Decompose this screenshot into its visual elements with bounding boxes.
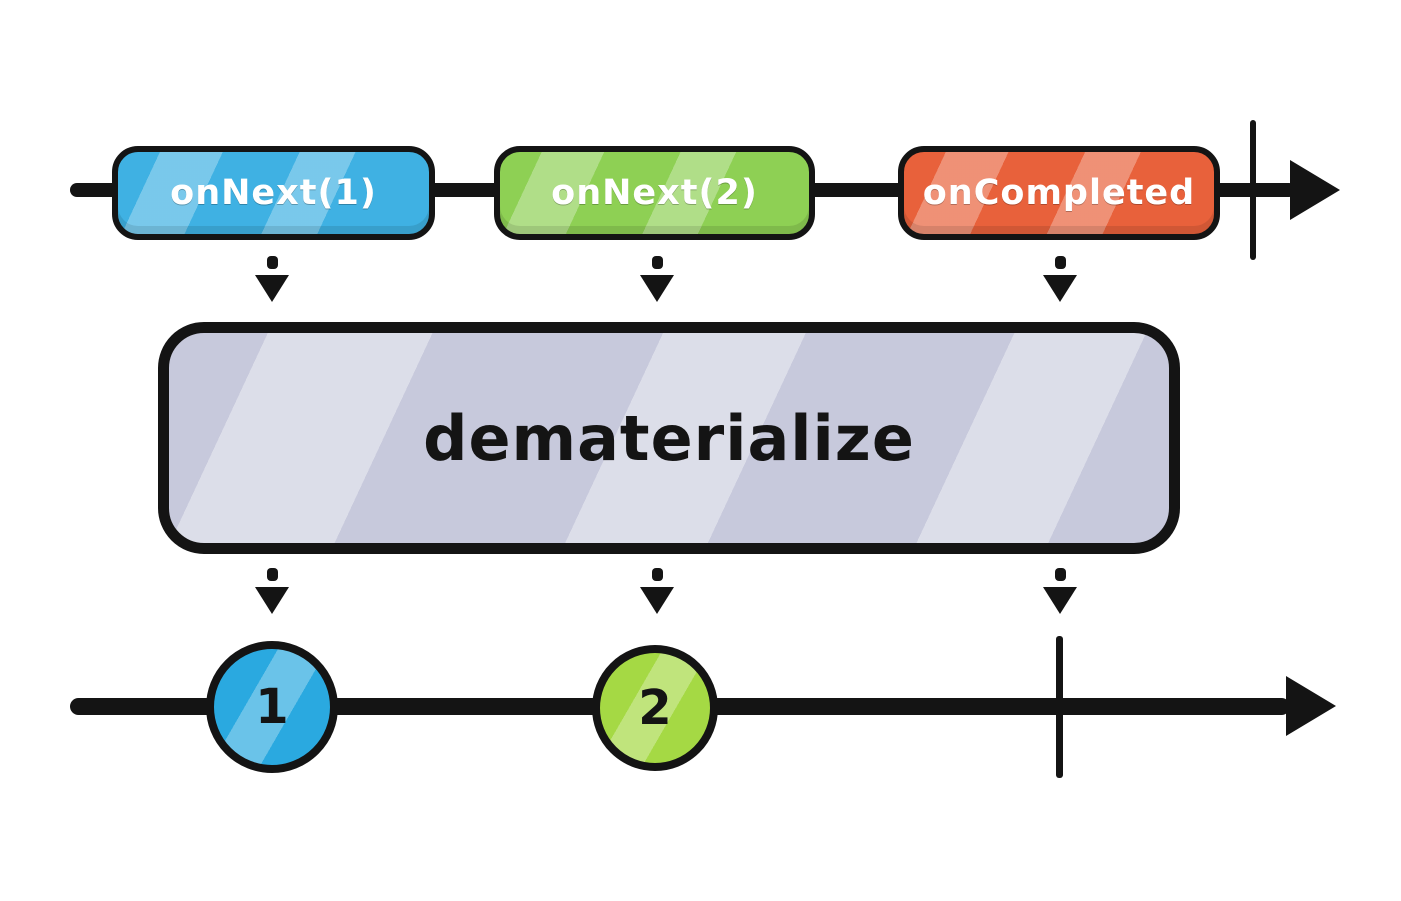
result-marble-label: 1 [255,679,289,735]
arrow-tip [1043,587,1077,614]
source-event-onnext-1: onNext(1) [112,146,435,240]
flow-arrow-down-icon [252,256,292,302]
result-marble-label: 2 [638,680,672,736]
operator-label: dematerialize [423,401,915,475]
arrow-tip [640,587,674,614]
result-marble-2: 2 [592,645,718,771]
flow-arrow-down-icon [637,256,677,302]
source-event-label: onNext(2) [551,173,758,213]
arrow-dot [1054,256,1066,269]
flow-arrow-down-icon [1040,568,1080,614]
result-marble-1: 1 [206,641,338,773]
source-event-label: onNext(1) [170,173,377,213]
arrow-tip [640,275,674,302]
result-complete-tick [1056,636,1063,778]
source-event-onnext-2: onNext(2) [494,146,815,240]
source-event-label: onCompleted [922,173,1196,213]
flow-arrow-down-icon [252,568,292,614]
result-timeline-arrowhead-icon [1286,676,1336,736]
arrow-tip [255,275,289,302]
flow-arrow-down-icon [637,568,677,614]
arrow-tip [255,587,289,614]
operator-box: dematerialize [158,322,1180,554]
arrow-dot [651,256,663,269]
arrow-tip [1043,275,1077,302]
source-timeline-arrowhead-icon [1290,160,1340,220]
source-event-oncompleted: onCompleted [898,146,1220,240]
arrow-dot [266,256,278,269]
flow-arrow-down-icon [1040,256,1080,302]
source-complete-tick [1250,120,1256,260]
arrow-dot [1054,568,1066,581]
arrow-dot [266,568,278,581]
arrow-dot [651,568,663,581]
